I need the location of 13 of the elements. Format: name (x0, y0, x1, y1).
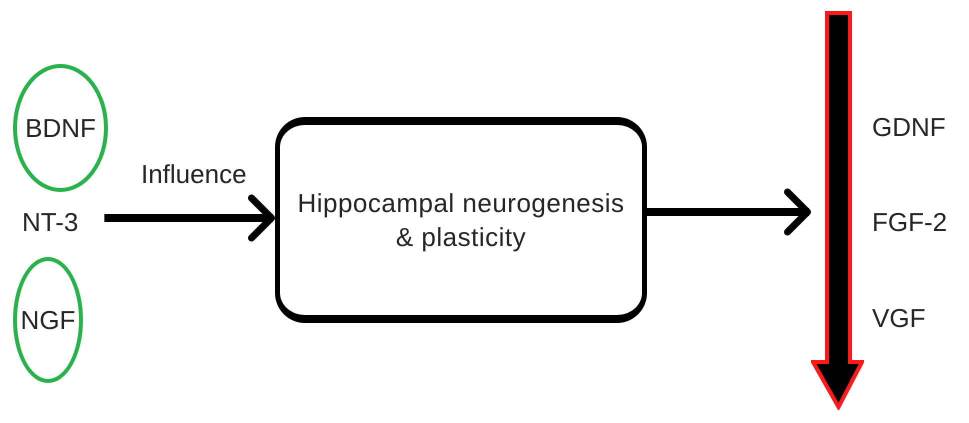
factor-ellipse (13, 257, 83, 383)
factor-ellipse (13, 64, 108, 192)
factor-label: GDNF (872, 112, 946, 142)
arrow (647, 188, 811, 236)
factor-label: FGF-2 (872, 207, 948, 237)
factor-label: NT-3 (22, 207, 78, 237)
factor-label: BDNF (25, 113, 96, 143)
process-box (275, 117, 647, 323)
arrow (104, 194, 275, 242)
down-arrow (811, 11, 864, 410)
process-label: Hippocampal neurogenesis & plasticity (296, 187, 626, 254)
factor-label: NGF (20, 305, 76, 335)
factor-label: VGF (872, 303, 926, 333)
